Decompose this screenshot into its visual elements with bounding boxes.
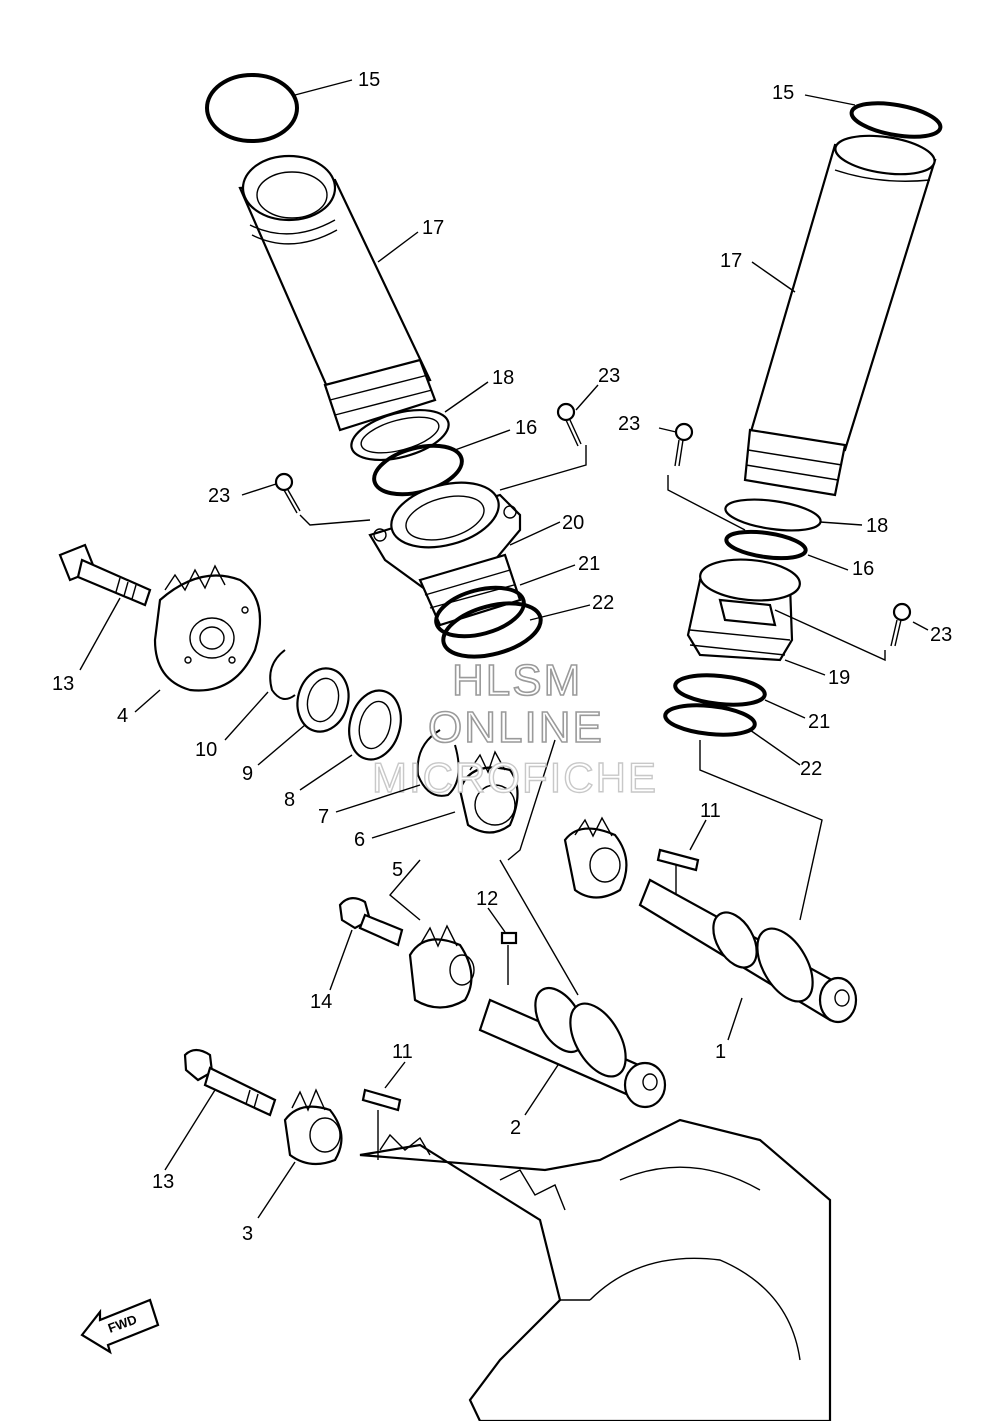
- ring-7: [416, 729, 460, 797]
- gear-3: [283, 1088, 343, 1166]
- left-bolt-23a: [556, 402, 582, 447]
- right-bolt-23b: [890, 602, 912, 647]
- callout-21-left: 21: [578, 553, 600, 575]
- callout-23-lower-left: 23: [208, 485, 230, 507]
- bolt-14: [338, 897, 404, 947]
- gear-6: [458, 750, 519, 834]
- bolt-13-upper: [58, 543, 152, 607]
- callout-20: 20: [562, 512, 584, 534]
- right-tube-17: [743, 134, 937, 497]
- callout-5: 5: [392, 859, 403, 881]
- gear-5-lower: [408, 924, 475, 1009]
- bolt-guide-line-c: [667, 475, 746, 531]
- callout-1: 1: [715, 1041, 726, 1063]
- left-oring-21: [434, 585, 526, 639]
- right-oring-22: [663, 703, 757, 737]
- bolt-13-lower: [183, 1048, 277, 1117]
- key-11-upper: [656, 848, 700, 872]
- callout-12: 12: [476, 888, 498, 910]
- callout-18-right: 18: [866, 515, 888, 537]
- callout-14: 14: [310, 991, 332, 1013]
- watermark-line2: ONLINE: [428, 703, 604, 752]
- callout-labels: 15 15 17 17 18 18 16 16 23 23 23 23 20 2…: [52, 69, 952, 1245]
- right-oring-21: [673, 673, 767, 707]
- callout-13-upper: 13: [52, 673, 74, 695]
- callout-15-left: 15: [358, 69, 380, 91]
- callout-22-left: 22: [592, 592, 614, 614]
- callout-16-left: 16: [515, 417, 537, 439]
- pin-12: [500, 931, 518, 945]
- gear-5-leader: [389, 859, 421, 921]
- washer-8: [348, 689, 402, 761]
- fwd-direction-badge: FWD: [80, 1298, 160, 1355]
- callout-21-right: 21: [808, 711, 830, 733]
- callout-17-right: 17: [720, 250, 742, 272]
- callout-8: 8: [284, 789, 295, 811]
- right-bolt-23a: [674, 422, 694, 467]
- watermark-line3: MICROFICHE: [372, 754, 658, 801]
- left-oring-15: [205, 73, 299, 143]
- circlip-10: [269, 649, 296, 700]
- bolt-guide-line-d: [774, 609, 886, 662]
- callout-22-right: 22: [800, 758, 822, 780]
- right-oring-16: [724, 529, 808, 561]
- right-holder-19: [686, 558, 801, 662]
- watermark-line1: HLSM: [452, 656, 582, 705]
- callout-6: 6: [354, 829, 365, 851]
- callout-23-upper-left: 23: [598, 365, 620, 387]
- callout-23-upper-right: 23: [618, 413, 640, 435]
- callout-3: 3: [242, 1223, 253, 1245]
- tube-guide-line-left: [507, 739, 556, 861]
- left-bolt-23b: [274, 472, 301, 514]
- right-seal-18: [724, 498, 822, 532]
- camshaft-2: [478, 986, 667, 1109]
- callout-7: 7: [318, 806, 329, 828]
- callout-4: 4: [117, 705, 128, 727]
- gear-5-upper: [563, 816, 628, 899]
- callout-23-lower-right: 23: [930, 624, 952, 646]
- camshaft-1: [638, 878, 858, 1024]
- washer-9: [296, 667, 350, 733]
- callout-2: 2: [510, 1117, 521, 1139]
- callout-11-lower: 11: [392, 1041, 413, 1063]
- callout-16-right: 16: [852, 558, 874, 580]
- callout-11-upper: 11: [700, 800, 721, 822]
- tube-guide-line-right: [699, 740, 823, 921]
- callout-9: 9: [242, 763, 253, 785]
- key-11-lower: [361, 1088, 402, 1112]
- callout-18-left: 18: [492, 367, 514, 389]
- bolt-guide-line-b: [299, 514, 371, 526]
- callout-15-right: 15: [772, 82, 794, 104]
- bolt-guide-line-a: [499, 445, 587, 491]
- left-tube-17: [238, 154, 437, 432]
- callout-17-left: 17: [422, 217, 444, 239]
- crankshaft: [359, 1118, 832, 1421]
- right-oring-15: [849, 101, 943, 139]
- gear-4: [153, 564, 262, 692]
- callout-13-lower: 13: [152, 1171, 174, 1193]
- callout-19: 19: [828, 667, 850, 689]
- leader-lines: [79, 79, 929, 1219]
- callout-10: 10: [195, 739, 217, 761]
